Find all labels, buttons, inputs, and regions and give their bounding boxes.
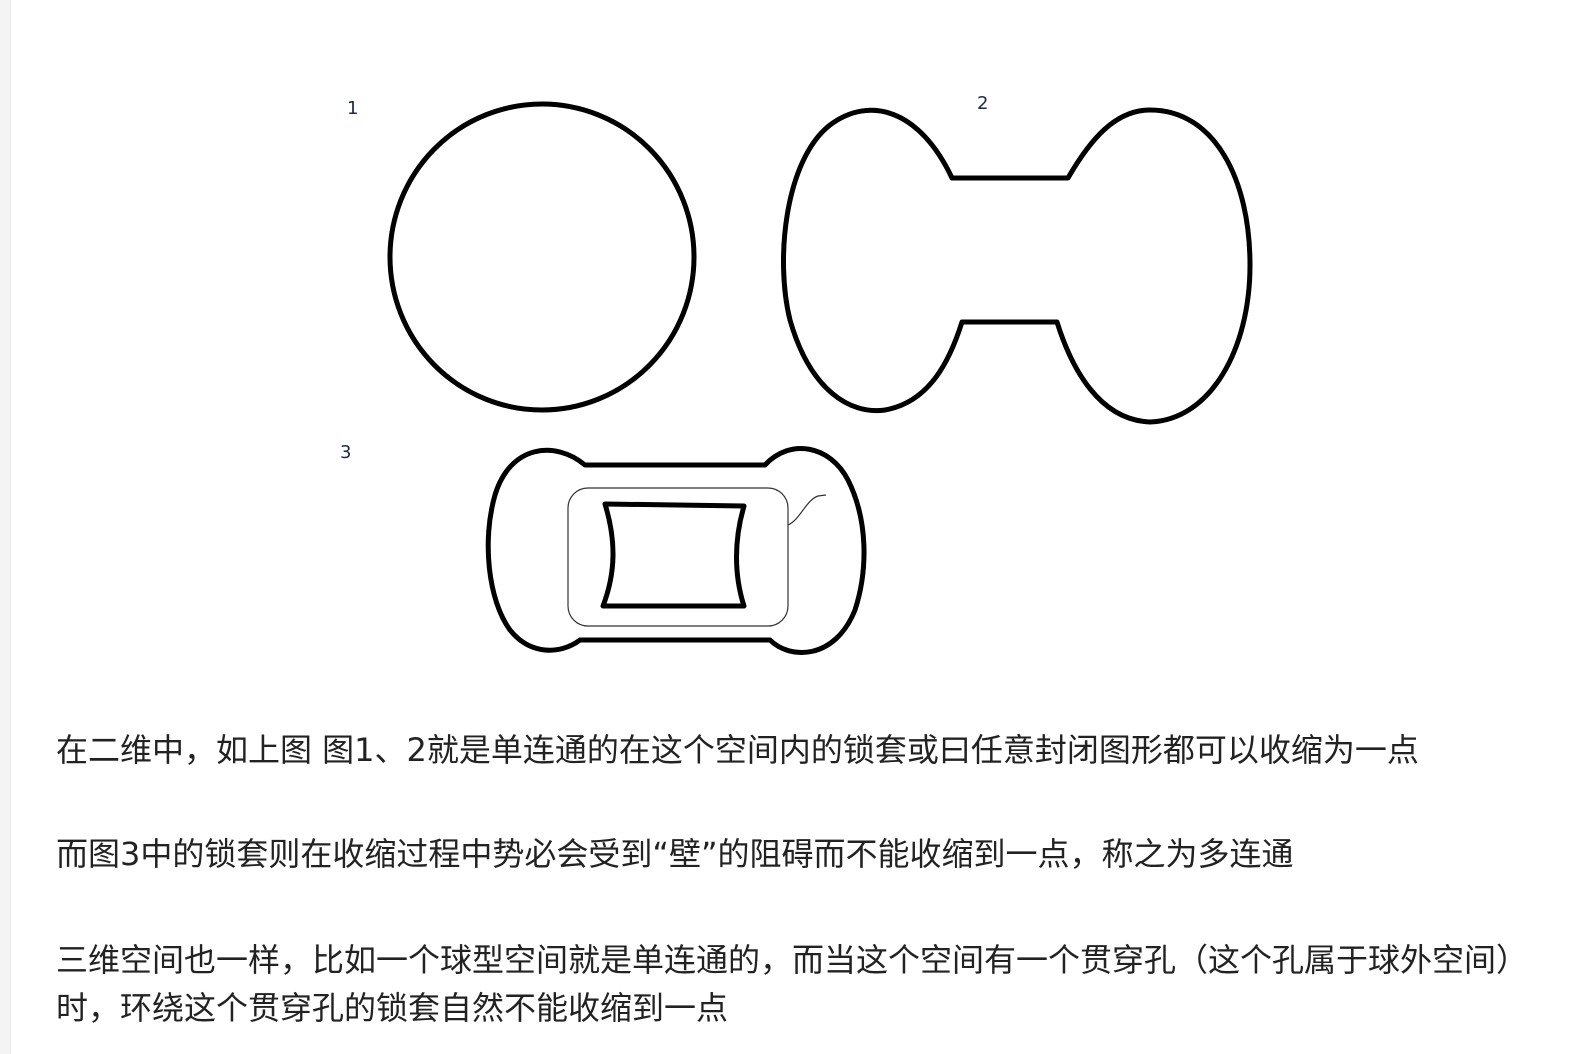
- figure-1-label: 1: [347, 98, 358, 119]
- figure-3-dumbbell: [485, 446, 867, 655]
- page-left-border: [0, 0, 11, 1054]
- figure-3-hole: [600, 501, 747, 609]
- figure-2-dumbbell: [781, 107, 1253, 425]
- paragraph-3d-space: 三维空间也一样，比如一个球型空间就是单连通的，而当这个空间有一个贯穿孔（这个孔属…: [56, 941, 1529, 1027]
- paragraph-simply-connected-2d: 在二维中，如上图 图1、2就是单连通的在这个空间内的锁套或曰任意封闭图形都可以收…: [56, 731, 1419, 769]
- figure-3-lasso-tail: [787, 494, 827, 526]
- figure-1-circle: [387, 101, 697, 413]
- topology-figure: 1 2 3: [340, 93, 1253, 655]
- figure-3-lasso-loop: [567, 487, 789, 627]
- figure-3-label: 3: [340, 442, 351, 463]
- paragraph-multiply-connected: 而图3中的锁套则在收缩过程中势必会受到“壁”的阻碍而不能收缩到一点，称之为多连通: [56, 835, 1294, 873]
- figure-2-label: 2: [977, 93, 988, 114]
